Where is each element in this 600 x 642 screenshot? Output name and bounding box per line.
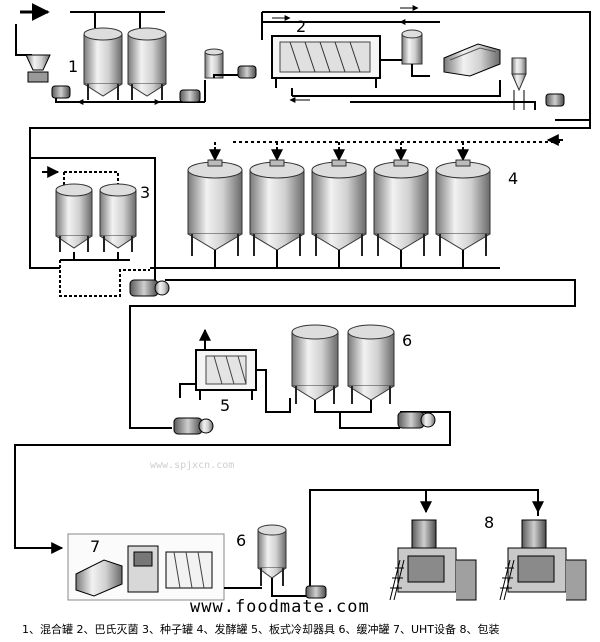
uht-unit <box>75 559 123 597</box>
stage-5-plate-cooler: 5 <box>173 328 291 435</box>
stage-3-seed-tanks: 3 <box>30 157 170 297</box>
label-4: 4 <box>508 169 518 188</box>
label-8: 8 <box>484 513 494 532</box>
website-url: www.foodmate.com <box>190 597 370 617</box>
stage-7-uht: 7 <box>28 533 225 601</box>
buffer-tank <box>291 324 339 404</box>
fermentation-tank <box>311 142 367 269</box>
mixing-tank <box>127 27 167 100</box>
fermentation-tank <box>249 142 305 269</box>
cyclone-separator <box>511 57 527 110</box>
small-tank <box>204 48 224 79</box>
stage-6-lower-buffer: 6 <box>224 489 544 599</box>
stage-6-buffer-tanks: 6 <box>14 324 451 549</box>
packaging-machine <box>499 519 587 601</box>
seed-tank <box>99 183 137 252</box>
stage-4-fermentation-tanks <box>150 142 500 269</box>
label-7: 7 <box>90 537 100 556</box>
watermark: www.spjxcn.com <box>150 460 234 471</box>
label-5: 5 <box>220 396 230 415</box>
pump <box>397 411 436 429</box>
stage-2-pasteurization: 2 <box>261 5 591 121</box>
plate-heat-exchanger <box>271 35 381 88</box>
pump <box>129 279 170 297</box>
plate-cooler <box>195 349 257 400</box>
label-2: 2 <box>296 17 306 36</box>
label-6-upper: 6 <box>402 331 412 350</box>
pump <box>237 65 257 79</box>
control-cabinet <box>127 545 159 593</box>
pump <box>179 89 201 103</box>
process-flow-diagram: 1 2 <box>14 3 591 617</box>
stage-1-mixing: 1 <box>15 3 257 105</box>
pump <box>173 417 214 435</box>
legend-caption: 1、混合罐 2、巴氏灭菌 3、种子罐 4、发酵罐 5、板式冷却器具 6、缓冲罐 … <box>22 623 500 636</box>
fermentation-tank <box>373 142 429 269</box>
stage-8-packaging <box>389 519 587 601</box>
mixing-tank <box>83 27 123 100</box>
seed-tank <box>55 183 93 252</box>
label-1: 1 <box>68 57 78 76</box>
buffer-tank <box>257 524 287 586</box>
fermentation-tank <box>435 142 491 269</box>
uht-exchanger <box>165 551 213 589</box>
label-6-lower: 6 <box>236 531 246 550</box>
pump <box>545 93 565 107</box>
label-3: 3 <box>140 183 150 202</box>
fermentation-tank <box>187 142 243 269</box>
pump <box>305 585 327 599</box>
packaging-machine <box>389 519 477 601</box>
holding-tank <box>401 29 423 65</box>
mixing-hopper <box>25 54 51 83</box>
cooling-unit <box>443 43 501 77</box>
pump <box>51 85 71 99</box>
buffer-tank <box>347 324 395 404</box>
